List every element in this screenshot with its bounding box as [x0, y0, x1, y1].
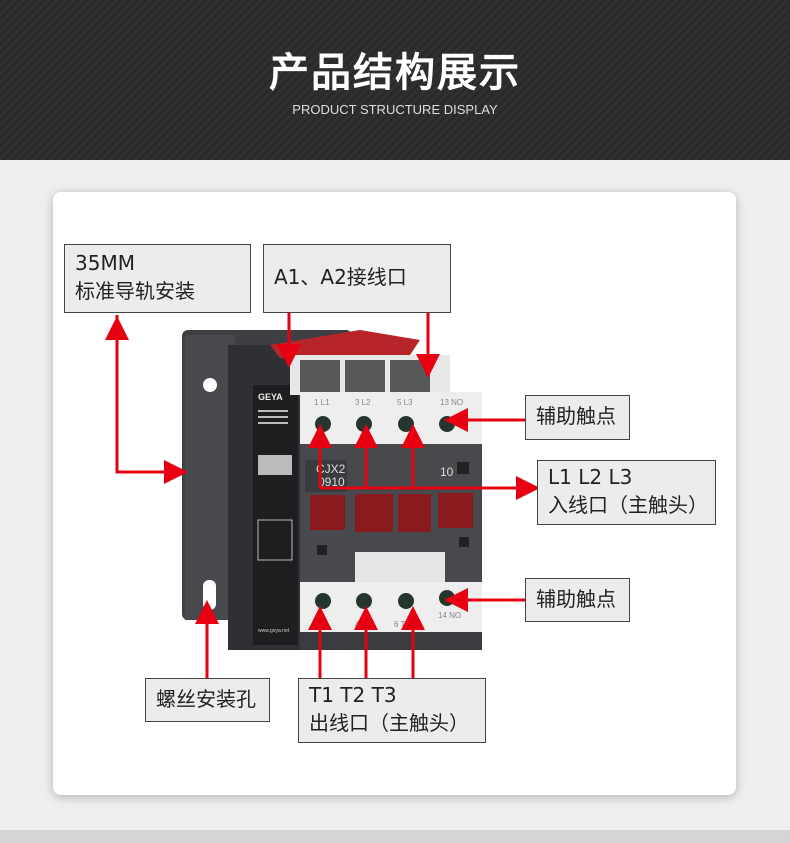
svg-text:www.geya.net: www.geya.net — [258, 628, 290, 634]
label-aux-contact-bottom: 辅助触点 — [525, 578, 630, 622]
brand-logo: GEYA — [258, 392, 283, 402]
svg-text:4 T2: 4 T2 — [355, 620, 371, 629]
label-text: 出线口（主触头） — [309, 711, 469, 735]
label-input: L1 L2 L3 入线口（主触头） — [537, 460, 716, 525]
bottom-divider — [0, 830, 790, 843]
label-text: 35MM — [75, 251, 135, 275]
label-aux-contact-top: 辅助触点 — [525, 395, 630, 440]
page-subtitle: PRODUCT STRUCTURE DISPLAY — [292, 102, 498, 117]
svg-text:0910: 0910 — [318, 475, 345, 489]
pointer-arrows — [105, 313, 540, 678]
svg-text:13 NO: 13 NO — [440, 398, 463, 407]
label-coil-terminal: A1、A2接线口 — [263, 244, 451, 313]
svg-text:10: 10 — [440, 465, 454, 479]
svg-text:5 L3: 5 L3 — [397, 398, 413, 407]
label-din-rail: 35MM 标准导轨安装 — [64, 244, 251, 313]
label-output: T1 T2 T3 出线口（主触头） — [298, 678, 486, 743]
label-text: L1 L2 L3 — [548, 465, 633, 489]
label-text: 入线口（主触头） — [548, 493, 708, 517]
mount-hole-top — [203, 378, 217, 392]
svg-text:3 L2: 3 L2 — [355, 398, 371, 407]
arrow-rail — [115, 315, 188, 484]
label-screw-hole: 螺丝安装孔 — [145, 678, 270, 722]
svg-text:14 NO: 14 NO — [438, 611, 461, 620]
label-text: T1 T2 T3 — [309, 683, 397, 707]
label-text: 标准导轨安装 — [75, 279, 195, 303]
svg-text:1 L1: 1 L1 — [314, 398, 330, 407]
header-banner: 产品结构展示 PRODUCT STRUCTURE DISPLAY — [0, 0, 790, 160]
mount-hole-bottom — [203, 580, 216, 610]
model-text: CJX2 — [316, 462, 346, 476]
svg-text:6 T3: 6 T3 — [394, 620, 410, 629]
page-title: 产品结构展示 — [269, 50, 521, 96]
